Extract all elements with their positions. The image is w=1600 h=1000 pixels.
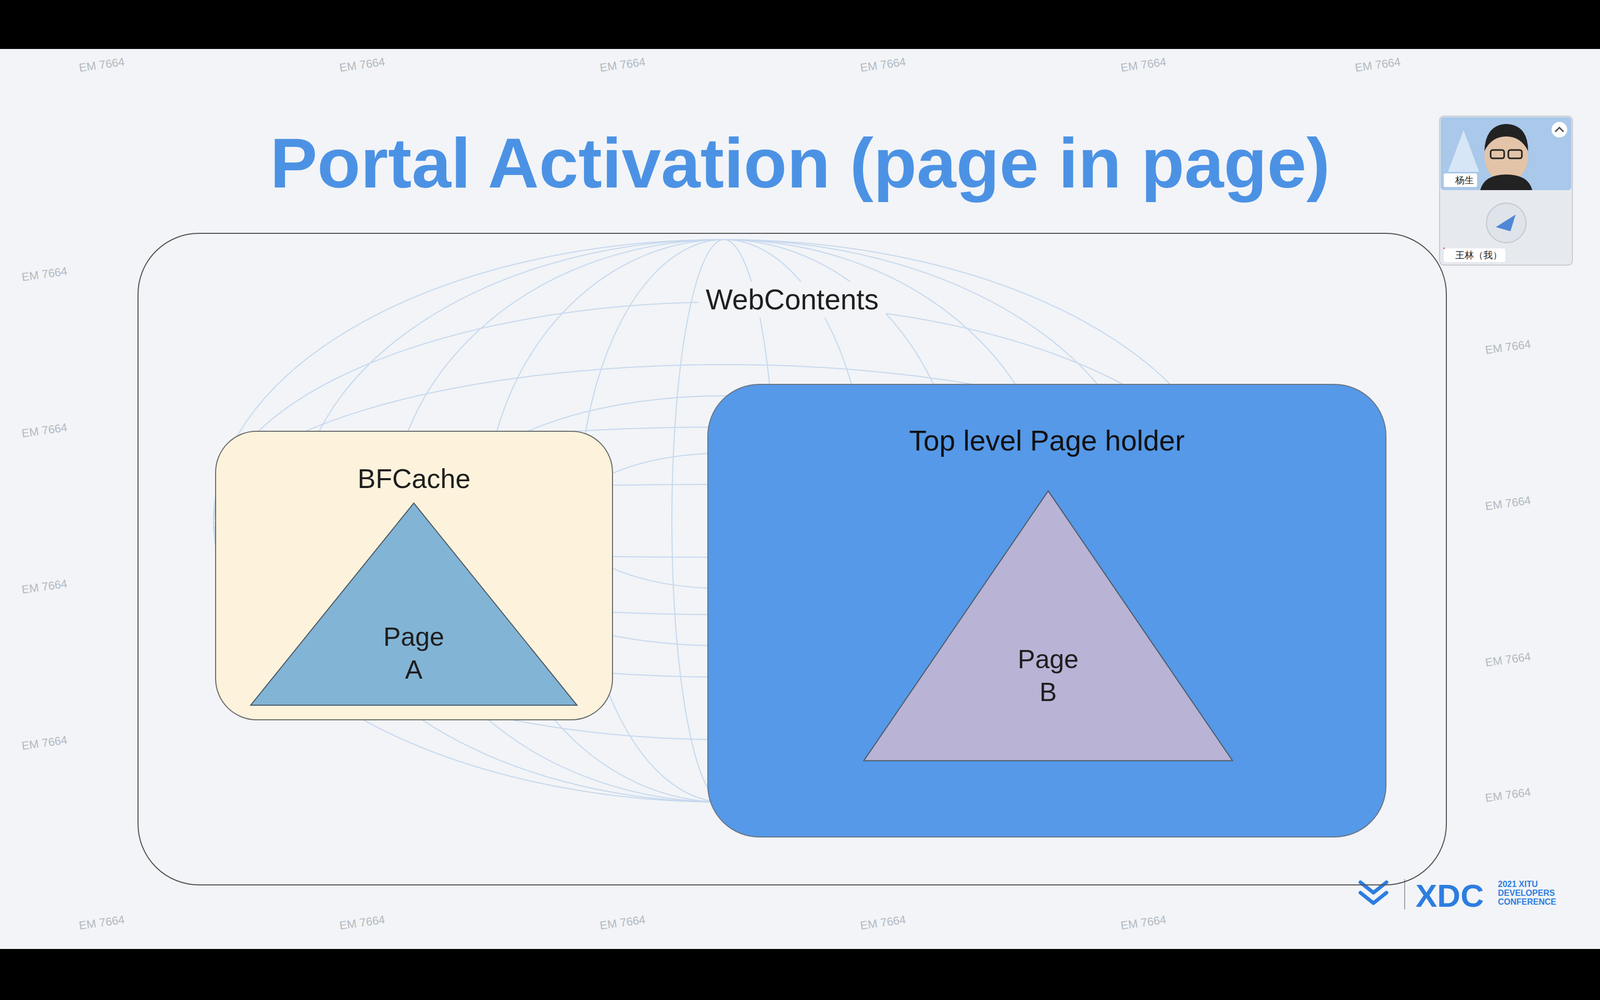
watermark: EM 7664 [1119, 55, 1168, 75]
watermark: EM 7664 [20, 733, 69, 754]
page-label: Page B [1013, 643, 1084, 709]
page-label: Page A [378, 620, 449, 686]
logo-subtitle: 2021 XITU DEVELOPERS CONFERENCE [1497, 880, 1562, 907]
watermark: EM 7664 [78, 913, 126, 933]
watermark: EM 7664 [1484, 493, 1532, 514]
holder-box: Top level Page holderPage B [707, 383, 1387, 838]
video-overlay [1439, 116, 1573, 266]
watermark: EM 7664 [1354, 55, 1402, 75]
watermark: EM 7664 [1484, 650, 1532, 670]
watermark: EM 7664 [338, 55, 386, 75]
watermark: EM 7664 [338, 913, 386, 933]
container-box: WebContentsBFCachePage A Top level Page h… [137, 232, 1447, 886]
triangle-shape [864, 491, 1233, 761]
logo-icon [1360, 882, 1387, 904]
participant-name: 杨生 [1443, 173, 1478, 187]
triangle-outline [861, 489, 1235, 762]
watermark: EM 7664 [859, 55, 907, 75]
slide-title: Portal Activation (page in page) [0, 119, 1600, 207]
page-triangle: Page A [248, 502, 579, 707]
watermark: EM 7664 [78, 55, 126, 75]
logo-separator [1404, 879, 1406, 910]
watermark: EM 7664 [1484, 337, 1532, 358]
watermark: EM 7664 [1119, 913, 1168, 933]
triangle-shape [250, 503, 578, 706]
box-heading: WebContents [698, 281, 886, 318]
page-triangle: Page B [861, 489, 1235, 762]
cache-box: BFCachePage A [215, 430, 614, 721]
watermark: EM 7664 [598, 913, 647, 933]
participant-name: 王林（我） [1443, 248, 1506, 262]
box-heading: Top level Page holder [909, 422, 1185, 459]
logo-text: XDC [1415, 877, 1484, 915]
watermark: EM 7664 [1484, 785, 1532, 806]
watermark: EM 7664 [20, 577, 69, 597]
watermark: EM 7664 [20, 420, 69, 441]
watermark: EM 7664 [20, 264, 69, 285]
watermark: EM 7664 [859, 913, 907, 933]
watermark: EM 7664 [598, 55, 647, 75]
box-heading: BFCache [357, 461, 471, 496]
